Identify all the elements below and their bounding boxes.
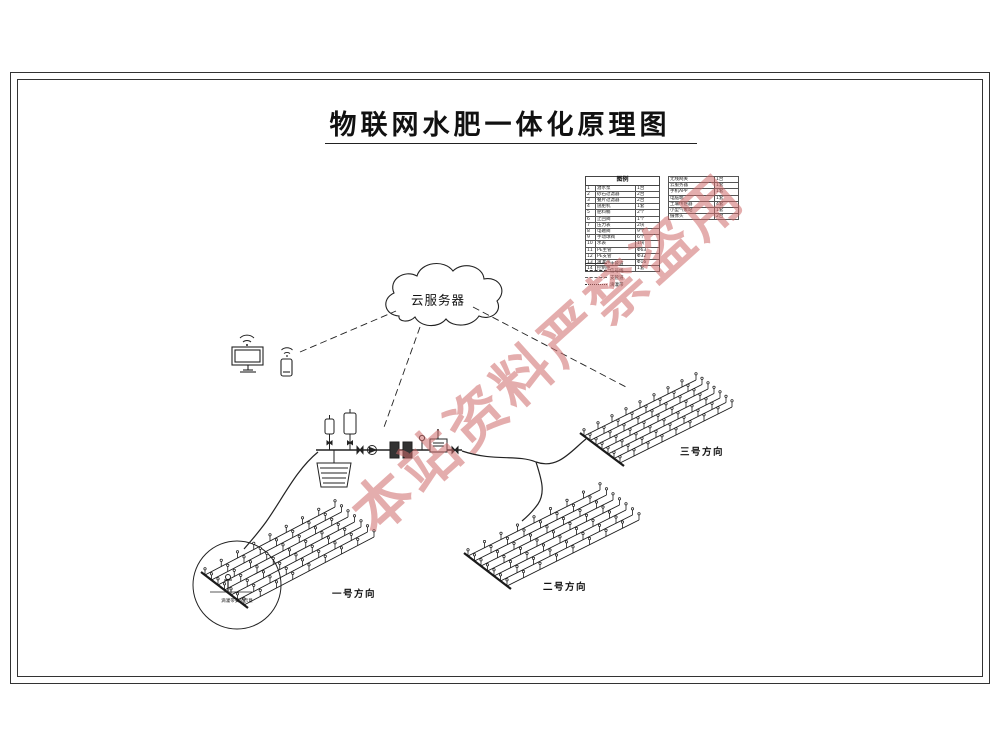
line-sample-icon [585,284,607,285]
line-sample-icon [585,263,607,264]
title-underline [325,143,697,144]
line-legend-label: 主管道 [610,261,624,267]
line-style-legend: 主管道信号线支管道滴灌带 [585,260,665,288]
line-sample-icon [585,277,607,278]
field-grid-1 [200,499,376,609]
line-legend-label: 信号线 [610,268,624,274]
wifi-icon-phone [281,347,293,357]
field-label-2: 二号方向 [543,583,588,593]
field-grid-2 [463,482,641,590]
page-title: 物联网水肥一体化原理图 [329,110,671,140]
line-legend-row: 滴灌带 [585,281,665,288]
fertilizer-station [316,409,462,488]
network-links [299,306,627,431]
legend-title: 图例 [584,176,661,186]
line-legend-row: 信号线 [585,267,665,274]
supply-pipes [243,438,587,550]
monitor-icon [231,346,264,373]
field-label-1: 一号方向 [332,590,377,600]
cloud-icon [385,263,503,327]
drawing-frame-outer [10,72,990,684]
detail-caption: 滴灌带安装示意 [221,599,253,604]
line-legend-label: 支管道 [610,275,624,281]
cloud-server-label: 云服务器 [410,293,466,308]
field-label-3: 三号方向 [680,448,725,458]
drawing-frame-inner [17,79,983,677]
wifi-icon-monitor [239,334,255,346]
field-grid-3 [579,372,734,467]
line-legend-row: 主管道 [585,260,665,267]
phone-icon [280,358,293,377]
line-legend-row: 支管道 [585,274,665,281]
line-legend-label: 滴灌带 [610,282,624,288]
line-sample-icon [585,270,607,271]
